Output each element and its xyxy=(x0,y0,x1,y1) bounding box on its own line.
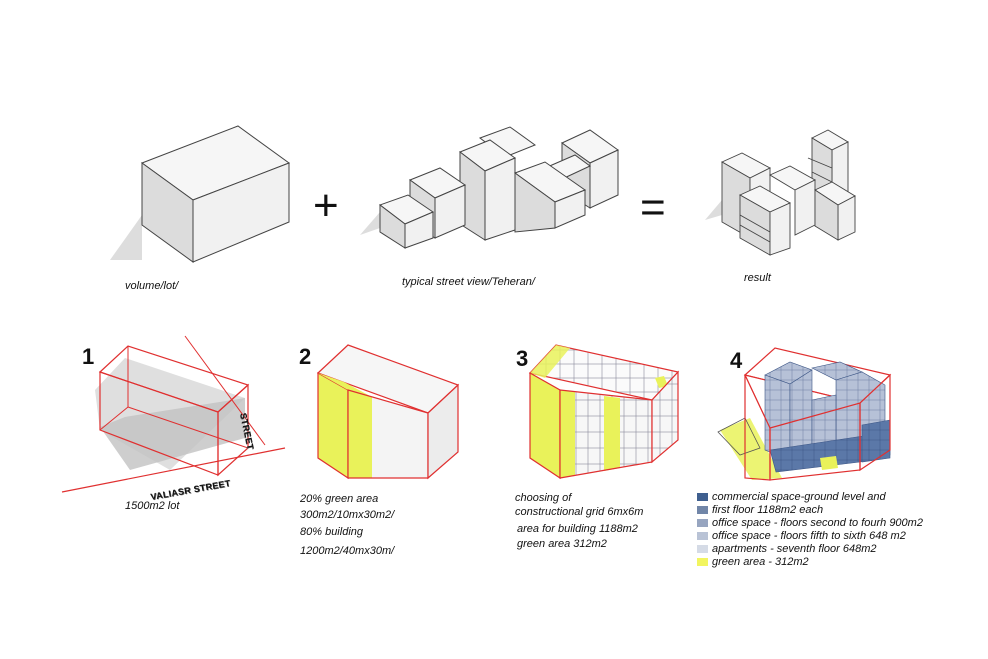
street-view-blocks xyxy=(360,126,619,249)
step3-line-3: area for building 1188m2 xyxy=(517,523,638,535)
result-blocks xyxy=(705,129,856,256)
step1-lot-box xyxy=(61,335,286,493)
step-number-2: 2 xyxy=(299,344,312,369)
step3-gridded-box xyxy=(528,344,680,480)
program-legend: commercial space-ground level and first … xyxy=(697,490,923,568)
legend-text: office space - floors second to fourh 90… xyxy=(712,516,923,529)
volume-label: volume/lot/ xyxy=(125,280,179,292)
legend-text: first floor 1188m2 each xyxy=(712,503,824,516)
step3-line-4: green area 312m2 xyxy=(517,538,607,550)
legend-text: green area - 312m2 xyxy=(712,555,809,568)
legend-swatch xyxy=(697,505,708,514)
legend-swatch xyxy=(697,518,708,527)
step2-line-2: 300m2/10mx30m2/ xyxy=(300,509,395,521)
step-number-1: 1 xyxy=(82,344,95,369)
legend-swatch xyxy=(697,544,708,553)
step-number-3: 3 xyxy=(516,346,529,371)
legend-item: green area - 312m2 xyxy=(697,555,923,568)
legend-text: apartments - seventh floor 648m2 xyxy=(712,542,877,555)
volume-box xyxy=(110,125,291,263)
step3-line-2: constructional grid 6mx6m xyxy=(515,506,644,518)
legend-item: office space - floors fifth to sixth 648… xyxy=(697,529,923,542)
equals-sign: = xyxy=(640,183,666,232)
legend-item: first floor 1188m2 each xyxy=(697,503,923,516)
step1-caption: 1500m2 lot xyxy=(125,500,180,512)
step-number-4: 4 xyxy=(730,348,743,373)
step4-program-massing xyxy=(717,347,892,481)
step2-line-4: 1200m2/40mx30m/ xyxy=(300,545,395,557)
street-view-label: typical street view/Teheran/ xyxy=(402,276,535,288)
step2-box xyxy=(316,344,460,480)
step2-line-1: 20% green area xyxy=(300,493,379,505)
legend-swatch xyxy=(697,531,708,540)
result-label: result xyxy=(744,272,771,284)
legend-text: commercial space-ground level and xyxy=(712,490,886,503)
legend-item: apartments - seventh floor 648m2 xyxy=(697,542,923,555)
step2-line-3: 80% building xyxy=(300,526,363,538)
step3-line-1: choosing of xyxy=(515,492,572,504)
legend-item: commercial space-ground level and xyxy=(697,490,923,503)
legend-swatch xyxy=(697,492,708,501)
plus-sign: + xyxy=(313,181,339,230)
legend-swatch xyxy=(697,557,708,566)
legend-text: office space - floors fifth to sixth 648… xyxy=(712,529,906,542)
legend-item: office space - floors second to fourh 90… xyxy=(697,516,923,529)
